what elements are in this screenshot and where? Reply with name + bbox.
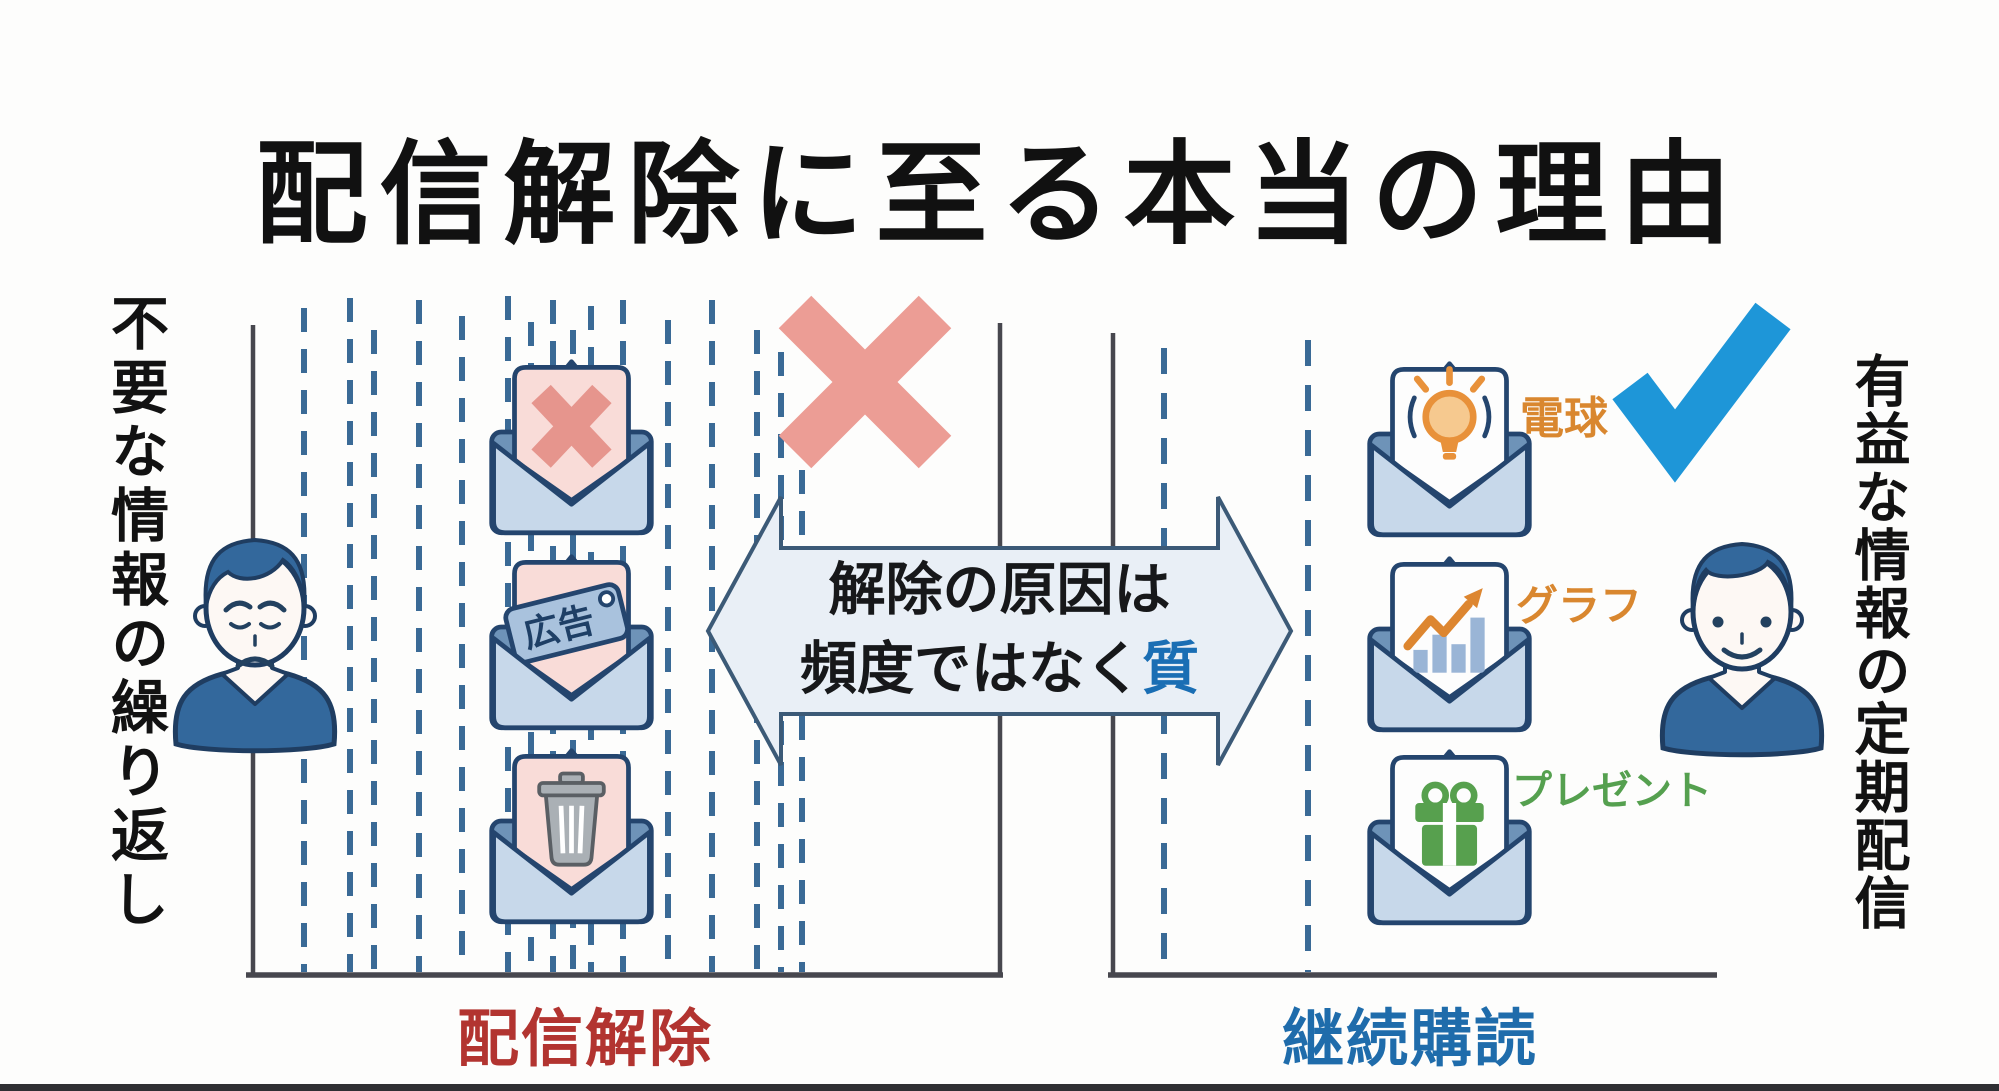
envelope-rejected-mail (489, 359, 654, 536)
bottom-border-bar (0, 1084, 1999, 1091)
arrow-line-2: 頻度ではなく質 (708, 630, 1291, 709)
left-side-caption: 不要な情報の繰り返し (102, 293, 167, 933)
frequency-lines-sparse-right (1161, 340, 1311, 972)
envelope-idea-mail (1367, 361, 1532, 538)
reject-x-icon (778, 295, 952, 469)
envelope-graph-mail (1367, 556, 1532, 733)
trash-icon (537, 771, 606, 867)
envelope-gift-mail (1367, 749, 1532, 926)
quality-arrow-shape (705, 496, 1294, 766)
ad-tag-icon: 広告 (503, 582, 630, 665)
quality-arrow-text: 解除の原因は 頻度ではなく質 (708, 551, 1291, 708)
envelope-ad-mail: 広告 (489, 554, 654, 731)
bar-chart-icon (1403, 588, 1485, 673)
sad-user-figure (172, 537, 338, 754)
arrow-line-2-prefix: 頻度ではなく (800, 636, 1142, 701)
right-side-caption: 有益な情報の定期配信 (1847, 352, 1910, 932)
label-gift: プレゼント (1512, 769, 1712, 813)
label-graph: グラフ (1516, 582, 1643, 629)
gift-icon (1415, 781, 1484, 866)
keep-subscribing-label: 継続購読 (1281, 1005, 1538, 1074)
envelope-trash-mail (489, 748, 654, 925)
happy-user-figure (1659, 541, 1825, 758)
lightbulb-icon (1407, 366, 1492, 460)
x-mark-icon (531, 384, 612, 468)
arrow-line-1: 解除の原因は (828, 558, 1171, 622)
unsubscribe-label: 配信解除 (456, 1005, 713, 1074)
checkmark-icon (1612, 302, 1791, 483)
page-title: 配信解除に至る本当の理由 (255, 132, 1744, 257)
label-lightbulb: 電球 (1520, 394, 1608, 443)
arrow-line-2-highlight: 質 (1142, 636, 1199, 701)
